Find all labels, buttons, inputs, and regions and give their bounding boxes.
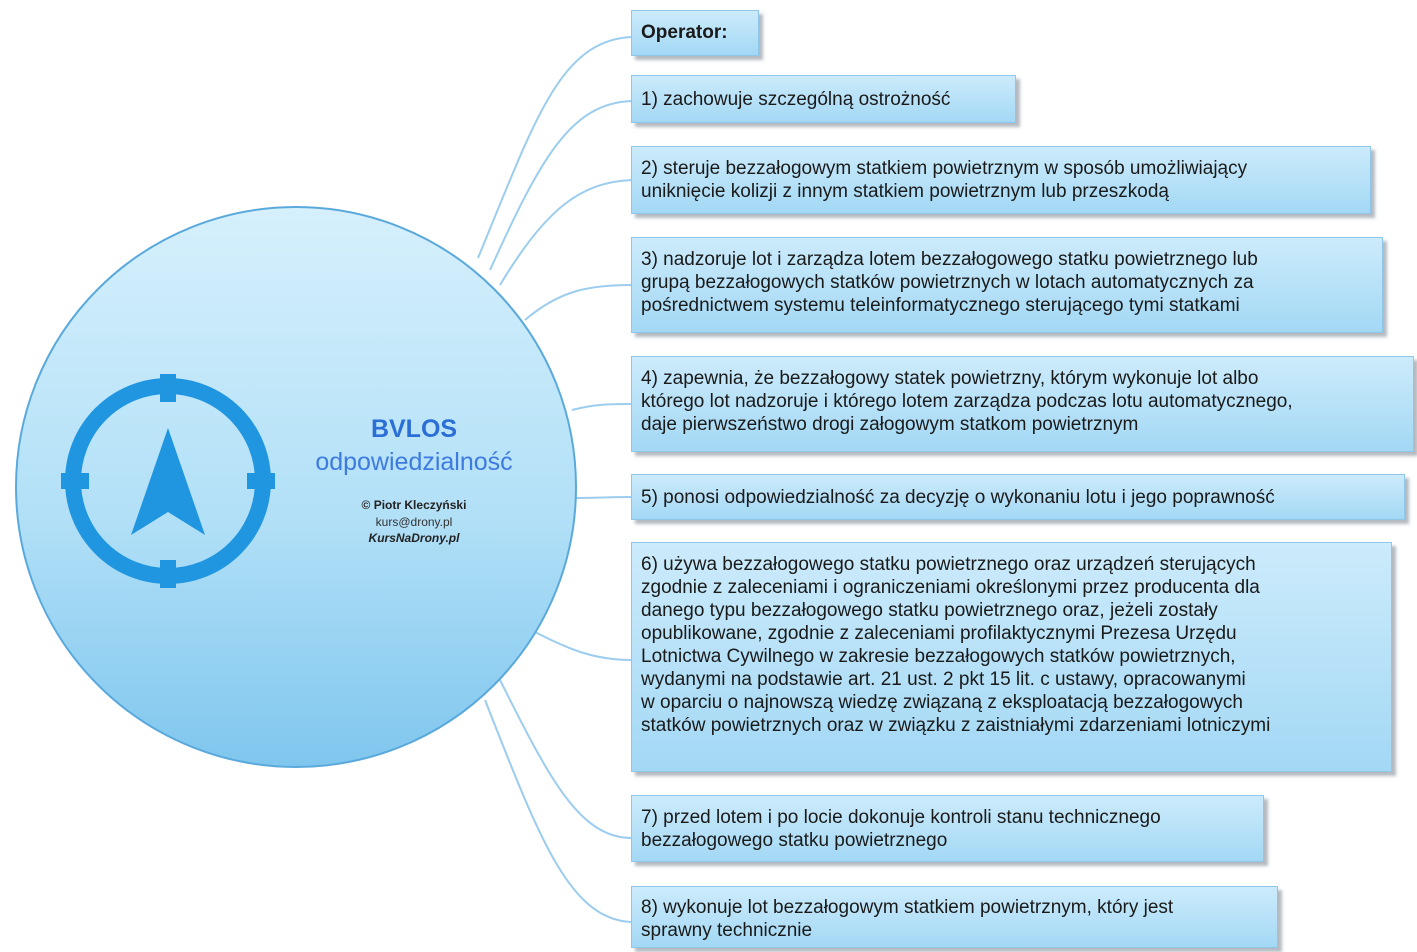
connector-item-1 — [489, 100, 633, 271]
duty-line: statków powietrznych oraz w związku z za… — [641, 715, 1271, 736]
duty-line: bezzałogowego statku powietrznego — [641, 830, 948, 851]
duty-line: Lotnictwa Cywilnego w zakresie bezzałogo… — [641, 646, 1236, 667]
duty-line: 3) nadzoruje lot i zarządza lotem bezzał… — [641, 249, 1258, 270]
connector-item-6 — [534, 631, 633, 661]
compass-navigation-icon — [61, 374, 275, 588]
operator-header-label: Operator: — [641, 22, 728, 43]
duty-line: zgodnie z zaleceniami i ograniczeniami o… — [641, 577, 1260, 598]
duty-node-7: 7) przed lotem i po locie dokonuje kontr… — [631, 795, 1264, 862]
duty-line: 4) zapewnia, że bezzałogowy statek powie… — [641, 368, 1259, 389]
duty-line: 8) wykonuje lot bezzałogowym statkiem po… — [641, 897, 1174, 918]
duty-line: którego lot nadzoruje i którego lotem za… — [641, 391, 1293, 412]
connector-header — [477, 36, 633, 259]
duty-node-2: 2) steruje bezzałogowym statkiem powietr… — [631, 146, 1371, 214]
duty-line: danego typu bezzałogowego statku powietr… — [641, 600, 1218, 621]
connector-item-5 — [571, 496, 633, 499]
duty-line: daje pierwszeństwo drogi załogowym statk… — [641, 414, 1139, 435]
duty-line: 6) używa bezzałogowego statku powietrzne… — [641, 554, 1256, 575]
connector-item-4 — [571, 403, 633, 411]
hub-author: © Piotr Kleczyński — [361, 498, 467, 512]
duty-line: opublikowane, zgodnie z zaleceniami prof… — [641, 623, 1237, 644]
duty-node-6: 6) używa bezzałogowego statku powietrzne… — [631, 542, 1392, 772]
duty-line: 1) zachowuje szczególną ostrożność — [641, 89, 951, 110]
hub-email: kurs@drony.pl — [375, 515, 453, 529]
duty-line: sprawny technicznie — [641, 920, 813, 941]
hub-subtitle: odpowiedzialność — [315, 448, 513, 476]
duty-line: 7) przed lotem i po locie dokonuje kontr… — [641, 807, 1161, 828]
duty-line: 2) steruje bezzałogowym statkiem powietr… — [641, 158, 1248, 179]
duty-line: 5) ponosi odpowiedzialność za decyzję o … — [641, 487, 1275, 508]
duty-line: pośrednictwem systemu teleinformatyczneg… — [641, 295, 1240, 316]
connector-item-7 — [499, 679, 633, 839]
hub-website: KursNaDrony.pl — [368, 531, 460, 545]
operator-header-node: Operator: — [631, 10, 759, 56]
duty-node-1: 1) zachowuje szczególną ostrożność — [631, 75, 1016, 123]
connector-item-3 — [524, 284, 633, 321]
duty-line: uniknięcie kolizji z innym statkiem powi… — [641, 181, 1169, 202]
duty-line: w oparciu o najnowszą wiedzę związaną z … — [641, 692, 1243, 713]
duty-line: wydanymi na podstawie art. 21 ust. 2 pkt… — [641, 669, 1246, 690]
hub-title: BVLOS — [370, 415, 458, 443]
connector-item-2 — [499, 179, 633, 286]
duty-node-8: 8) wykonuje lot bezzałogowym statkiem po… — [631, 886, 1278, 948]
connector-item-8 — [484, 699, 633, 923]
duty-node-3: 3) nadzoruje lot i zarządza lotem bezzał… — [631, 237, 1383, 333]
duty-node-5: 5) ponosi odpowiedzialność za decyzję o … — [631, 474, 1405, 520]
duty-line: grupą bezzałogowych statków powietrznych… — [641, 272, 1254, 293]
duty-node-4: 4) zapewnia, że bezzałogowy statek powie… — [631, 356, 1414, 452]
